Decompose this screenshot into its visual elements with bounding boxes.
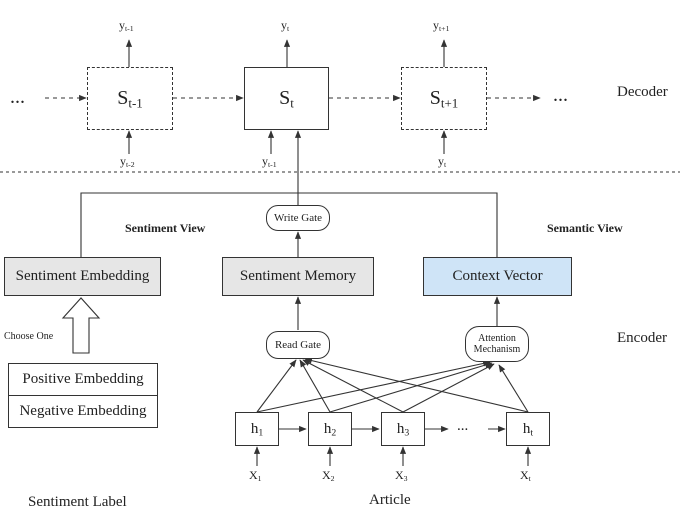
positive-embedding-box: Positive Embedding xyxy=(8,363,158,396)
hidden-state-1: h1 xyxy=(235,412,279,446)
arrow-h1-to-attn xyxy=(256,360,491,413)
arrow-h1-to-read xyxy=(256,359,297,413)
encoder-ellipsis: ... xyxy=(457,418,469,434)
attention-line-1: Attention xyxy=(478,333,516,344)
sentiment-embedding-box: Sentiment Embedding xyxy=(4,257,161,296)
state-tminus1-label: St-1 xyxy=(117,87,143,111)
hidden-2-label: h2 xyxy=(323,420,337,438)
state-t-label: St xyxy=(279,87,294,111)
semantic-view-label: Semantic View xyxy=(547,221,623,235)
input-label-tminus2: yt-2 xyxy=(120,154,135,169)
arrow-h2-to-read xyxy=(299,359,331,413)
arrow-h3-to-attn xyxy=(402,363,495,413)
attention-mechanism: Attention Mechanism xyxy=(465,326,529,362)
hidden-t-label: ht xyxy=(522,420,534,438)
arrow-h3-to-read xyxy=(302,359,404,413)
encoder-label: Encoder xyxy=(617,330,667,346)
hidden-1-label: h1 xyxy=(250,420,264,438)
context-vector-box: Context Vector xyxy=(423,257,572,296)
decoder-label: Decoder xyxy=(617,84,668,100)
write-gate: Write Gate xyxy=(266,205,330,231)
arrow-ht-to-attn xyxy=(498,364,529,413)
article-caption: Article xyxy=(369,492,411,508)
hidden-state-3: h3 xyxy=(381,412,425,446)
choose-one-arrow xyxy=(61,297,101,354)
input-x2: X2 xyxy=(322,468,335,483)
hidden-state-2: h2 xyxy=(308,412,352,446)
sentiment-view-label: Sentiment View xyxy=(125,221,206,235)
line-context-to-trunk xyxy=(298,192,498,257)
hidden-3-label: h3 xyxy=(396,420,410,438)
arrow-h2-to-attn xyxy=(329,362,493,413)
input-xt: Xt xyxy=(520,468,531,483)
decoder-state-t: St xyxy=(244,67,329,130)
choose-one-label: Choose One xyxy=(4,331,54,342)
state-tplus1-label: St+1 xyxy=(429,87,459,111)
hidden-state-t: ht xyxy=(506,412,550,446)
decoder-state-tplus1: St+1 xyxy=(401,67,487,130)
input-label-t: yt xyxy=(438,154,447,169)
decoder-state-tminus1: St-1 xyxy=(87,67,173,130)
output-label-tplus1: yt+1 xyxy=(433,18,450,33)
decoder-ellipsis-right: ... xyxy=(553,84,568,106)
line-embedding-to-trunk xyxy=(80,192,298,257)
decoder-ellipsis-left: ... xyxy=(10,86,25,108)
attention-line-2: Mechanism xyxy=(473,344,521,355)
input-x3: X3 xyxy=(395,468,408,483)
output-label-tminus1: yt-1 xyxy=(119,18,134,33)
read-gate: Read Gate xyxy=(266,331,330,359)
input-label-tminus1: yt-1 xyxy=(262,154,277,169)
sentiment-label-caption: Sentiment Label xyxy=(28,494,127,510)
negative-embedding-box: Negative Embedding xyxy=(8,395,158,428)
sentiment-memory-box: Sentiment Memory xyxy=(222,257,374,296)
output-label-t: yt xyxy=(281,18,290,33)
input-x1: X1 xyxy=(249,468,262,483)
